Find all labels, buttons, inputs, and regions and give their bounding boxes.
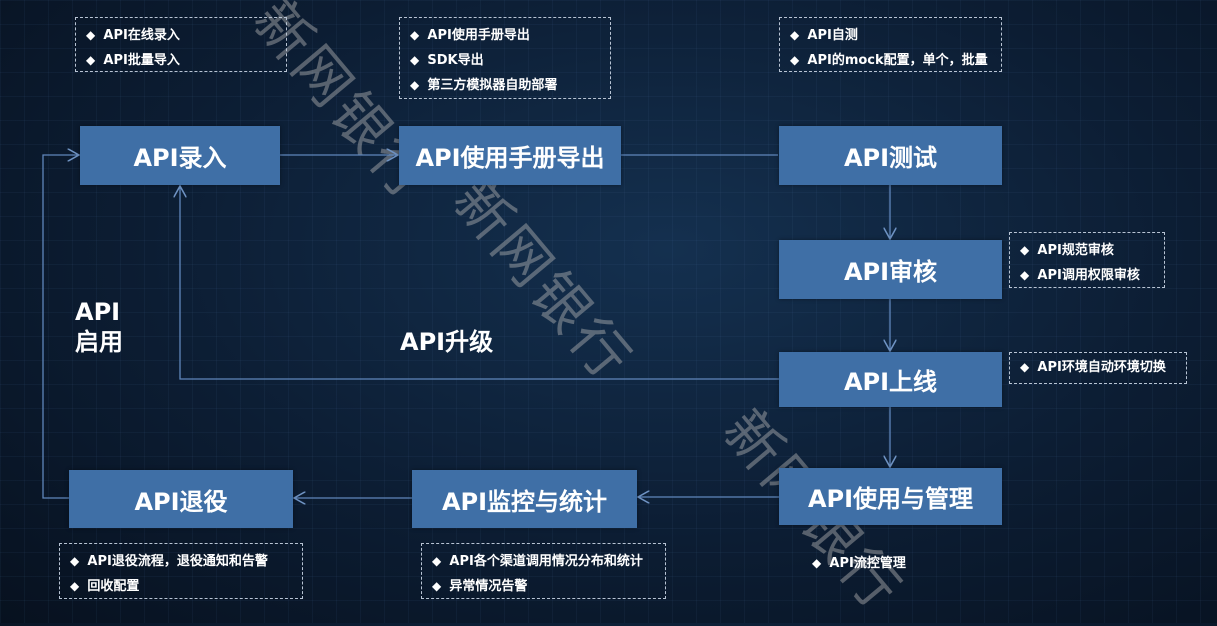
notes-monitor: API各个渠道调用情况分布和统计 异常情况告警 bbox=[421, 543, 666, 599]
note-item: API使用手册导出 bbox=[410, 23, 600, 48]
label-line: 启用 bbox=[75, 328, 123, 356]
box-api-review: API审核 bbox=[779, 240, 1002, 299]
note-item: API自测 bbox=[790, 23, 991, 48]
note-item: API环境自动环境切换 bbox=[1020, 355, 1176, 380]
note-item: API规范审核 bbox=[1020, 238, 1154, 263]
notes-usage: API流控管理 bbox=[812, 551, 905, 576]
box-api-online: API上线 bbox=[779, 352, 1002, 407]
note-item: API的mock配置，单个，批量 bbox=[790, 48, 991, 73]
notes-retire: API退役流程，退役通知和告警 回收配置 bbox=[59, 543, 303, 599]
box-api-retire: API退役 bbox=[69, 470, 293, 528]
notes-online: API环境自动环境切换 bbox=[1009, 352, 1187, 384]
note-item: 异常情况告警 bbox=[432, 574, 655, 599]
note-item: API调用权限审核 bbox=[1020, 263, 1154, 288]
note-item: API退役流程，退役通知和告警 bbox=[70, 549, 292, 574]
box-api-monitor: API监控与统计 bbox=[412, 470, 637, 528]
notes-review: API规范审核 API调用权限审核 bbox=[1009, 232, 1165, 288]
note-item: API各个渠道调用情况分布和统计 bbox=[432, 549, 655, 574]
label-line: API bbox=[75, 298, 121, 326]
notes-entry: API在线录入 API批量导入 bbox=[75, 17, 287, 72]
box-api-manual-export: API使用手册导出 bbox=[399, 126, 621, 185]
box-api-test: API测试 bbox=[779, 126, 1002, 185]
note-item: SDK导出 bbox=[410, 48, 600, 73]
label-api-enable: API 启用 bbox=[75, 297, 123, 357]
label-api-upgrade: API升级 bbox=[400, 328, 494, 356]
box-api-entry: API录入 bbox=[80, 126, 280, 185]
notes-manual: API使用手册导出 SDK导出 第三方模拟器自助部署 bbox=[399, 17, 611, 99]
note-item: API批量导入 bbox=[86, 48, 276, 73]
note-item: 第三方模拟器自助部署 bbox=[410, 73, 600, 98]
note-item: 回收配置 bbox=[70, 574, 292, 599]
note-item: API流控管理 bbox=[812, 551, 905, 576]
box-api-usage: API使用与管理 bbox=[779, 468, 1002, 525]
notes-test: API自测 API的mock配置，单个，批量 bbox=[779, 17, 1002, 72]
note-item: API在线录入 bbox=[86, 23, 276, 48]
